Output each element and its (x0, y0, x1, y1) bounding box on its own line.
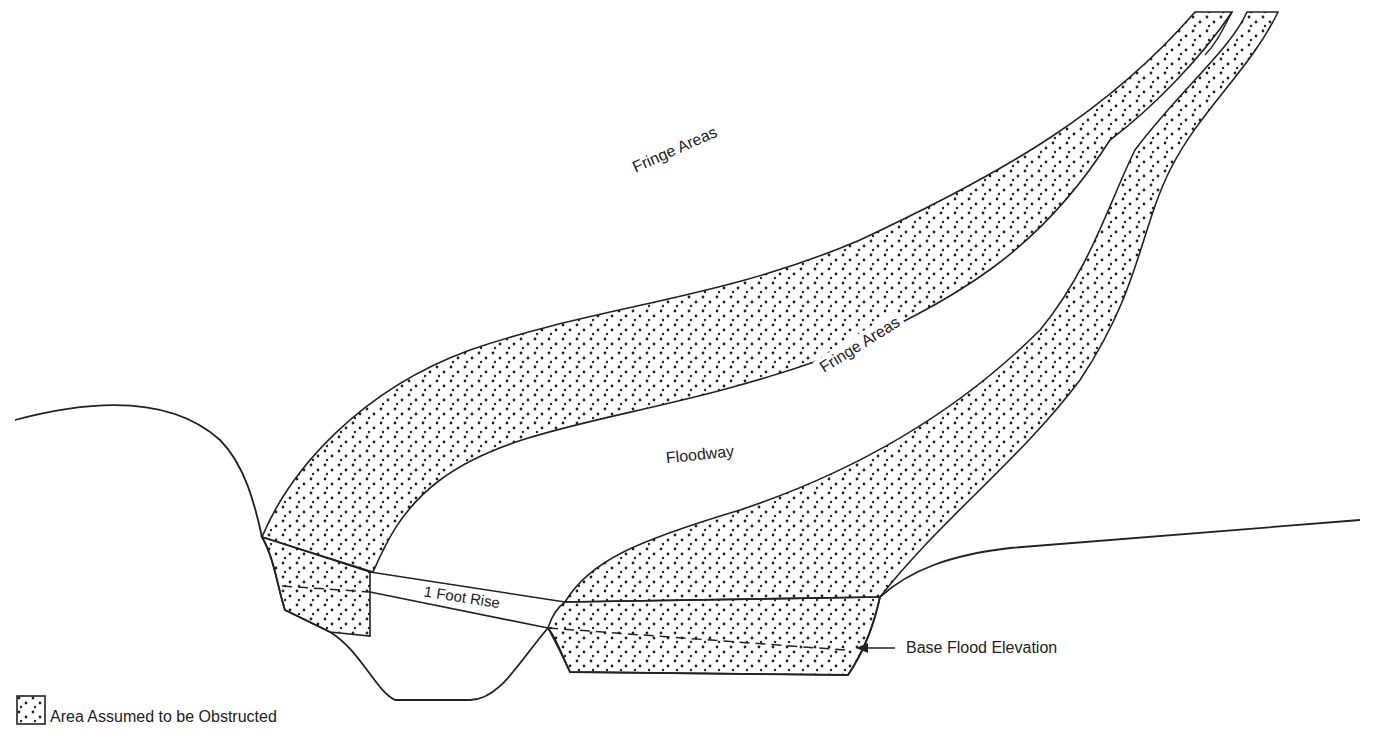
channel-line (1205, 12, 1232, 55)
legend-row: Area Assumed to be Obstructed (16, 694, 277, 726)
fringe-section (548, 597, 880, 675)
region-label: Fringe Areas (626, 121, 724, 180)
ground-profile (15, 405, 1360, 700)
legend-swatch (16, 695, 46, 725)
base-flood-line (282, 586, 845, 650)
pointer-head (856, 643, 868, 653)
legend-text: Area Assumed to be Obstructed (50, 708, 277, 726)
fringe-band (565, 12, 1278, 602)
region-label: Floodway (661, 441, 739, 469)
elevation-label: Base Flood Elevation (902, 638, 1061, 658)
